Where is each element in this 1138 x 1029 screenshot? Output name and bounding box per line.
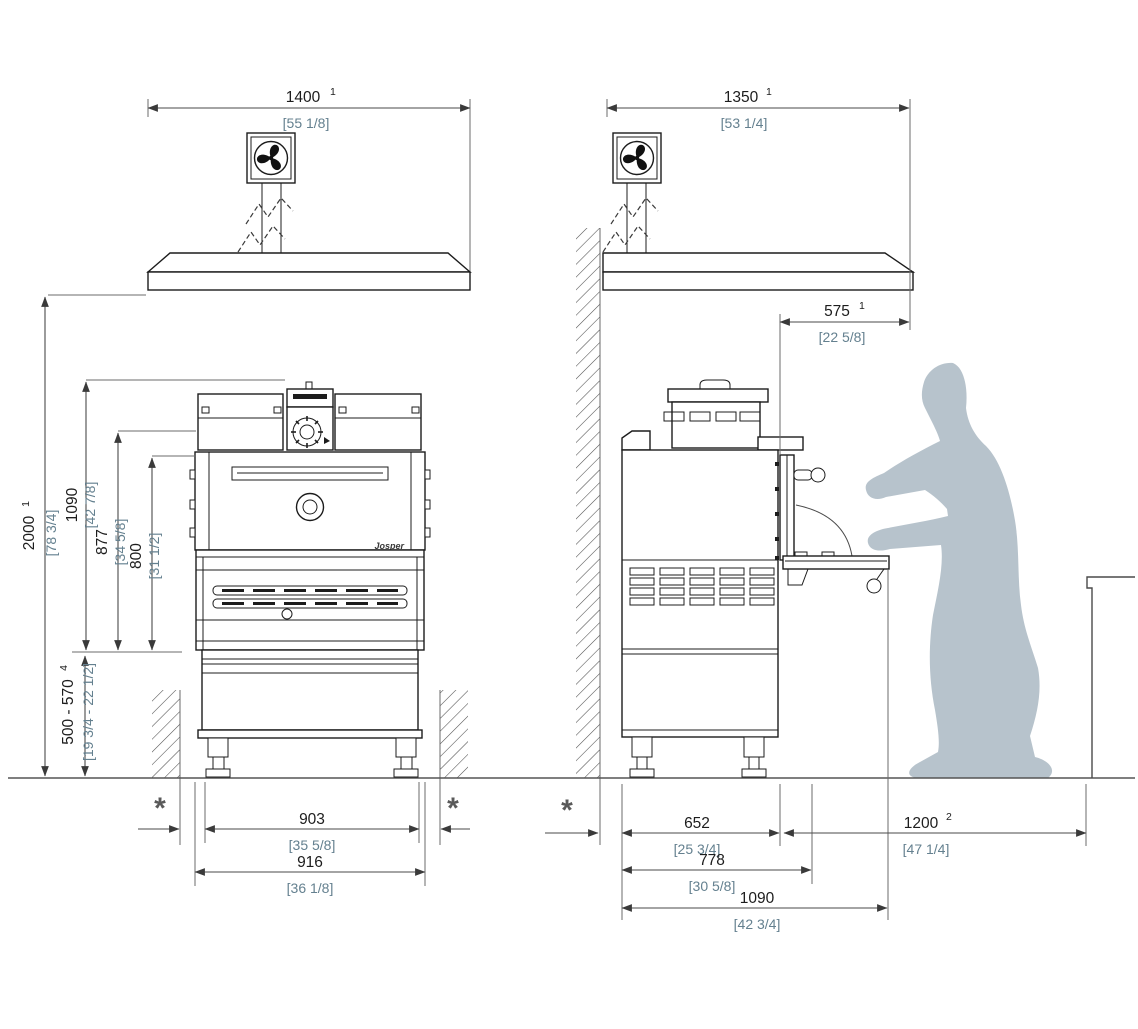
- vent-slats: [212, 585, 408, 609]
- svg-text:1: 1: [859, 300, 865, 312]
- dim-height-800: 800 [31 1/2]: [128, 533, 162, 580]
- svg-text:903: 903: [299, 811, 325, 828]
- svg-text:916: 916: [297, 854, 323, 871]
- svg-text:2000: 2000: [21, 515, 38, 550]
- svg-text:[30 5/8]: [30 5/8]: [689, 878, 736, 894]
- fan-icon: [246, 132, 296, 184]
- door-viewport: [295, 492, 325, 522]
- opposite-counter: [1086, 576, 1135, 778]
- dim-overall-height: 2000 1 [78 3/4]: [20, 501, 59, 556]
- svg-text:[42 3/4]: [42 3/4]: [734, 916, 781, 932]
- brand-logo: Josper: [374, 541, 404, 551]
- wall-gap-marker: *: [447, 792, 459, 825]
- front-view-dimensions: 1400 1 [55 1/8] 2000 1 [78 3/4] 1090 [42…: [20, 86, 459, 896]
- svg-text:[47 1/4]: [47 1/4]: [903, 841, 950, 857]
- svg-text:[35 5/8]: [35 5/8]: [289, 837, 336, 853]
- open-door-shelf: [782, 551, 890, 594]
- svg-text:575: 575: [824, 303, 850, 320]
- dim-work-clearance: 1200 2 [47 1/4]: [903, 811, 952, 857]
- dimension-lines: [41, 104, 1087, 912]
- svg-text:1090: 1090: [64, 487, 81, 522]
- drawer-knob: [281, 608, 293, 620]
- front-view-left-wall: [152, 690, 181, 845]
- dim-depth-778: 778 [30 5/8]: [689, 852, 736, 894]
- chef-silhouette: [865, 362, 1053, 778]
- door-handle-rod: [793, 467, 826, 483]
- svg-text:652: 652: [684, 815, 710, 832]
- svg-text:1350: 1350: [724, 89, 759, 106]
- front-exhaust-duct: [237, 183, 294, 253]
- dim-hood-width-front: 1400 1 [55 1/8]: [283, 86, 336, 131]
- wall-gap-marker: *: [154, 792, 166, 825]
- svg-text:[42 7/8]: [42 7/8]: [82, 482, 98, 529]
- door-swing-arc: [795, 504, 853, 557]
- oven-front-view: Josper: [189, 381, 431, 778]
- svg-text:1090: 1090: [740, 890, 775, 907]
- dim-height-1090: 1090 [42 7/8]: [64, 482, 98, 529]
- side-view-back-wall: [576, 228, 601, 845]
- svg-text:[25 3/4]: [25 3/4]: [674, 841, 721, 857]
- svg-text:[36 1/8]: [36 1/8]: [287, 880, 334, 896]
- svg-text:[53 1/4]: [53 1/4]: [721, 115, 768, 131]
- dim-depth-1090: 1090 [42 3/4]: [734, 890, 781, 932]
- dim-hood-depth: 1350 1 [53 1/4]: [721, 86, 772, 131]
- svg-text:[78 3/4]: [78 3/4]: [43, 510, 59, 557]
- dim-depth-652: 652 [25 3/4]: [674, 815, 721, 857]
- dim-width-903: 903 [35 5/8]: [289, 811, 336, 853]
- svg-text:800: 800: [128, 543, 145, 569]
- svg-text:1200: 1200: [904, 815, 939, 832]
- shelf-handle-ball: [866, 578, 882, 594]
- svg-text:500 - 570: 500 - 570: [60, 679, 77, 745]
- front-hood: [146, 252, 472, 291]
- svg-text:[19 3/4 - 22 1/2]: [19 3/4 - 22 1/2]: [80, 663, 96, 761]
- dim-height-877: 877 [34 5/8]: [94, 519, 128, 566]
- wall-gap-marker: *: [561, 794, 573, 827]
- svg-text:877: 877: [94, 529, 111, 555]
- louver-vents: [629, 567, 775, 606]
- side-hood: [602, 252, 916, 291]
- side-view-dimensions: 1350 1 [53 1/4] 575 1 [22 5/8] 652 [25 3…: [561, 86, 952, 932]
- oven-feet: [205, 737, 419, 778]
- side-exhaust-duct: [602, 183, 659, 253]
- dim-width-916: 916 [36 1/8]: [287, 854, 334, 896]
- svg-text:1: 1: [20, 501, 32, 507]
- damper-dial-icon: [291, 416, 330, 448]
- svg-text:[34 5/8]: [34 5/8]: [112, 519, 128, 566]
- svg-text:[55 1/8]: [55 1/8]: [283, 115, 330, 131]
- dim-base-height: 500 - 570 4 [19 3/4 - 22 1/2]: [58, 663, 96, 761]
- svg-text:1: 1: [330, 86, 336, 98]
- svg-text:1: 1: [766, 86, 772, 98]
- svg-text:1400: 1400: [286, 89, 321, 106]
- svg-text:[22 5/8]: [22 5/8]: [819, 329, 866, 345]
- oven-side-view: [621, 379, 890, 778]
- front-view-right-wall: [439, 690, 468, 845]
- svg-text:778: 778: [699, 852, 725, 869]
- svg-text:4: 4: [58, 665, 70, 671]
- fan-icon: [612, 132, 662, 184]
- svg-text:[31 1/2]: [31 1/2]: [146, 533, 162, 580]
- oven-feet: [629, 736, 767, 778]
- svg-text:2: 2: [946, 811, 952, 823]
- dim-front-clearance: 575 1 [22 5/8]: [819, 300, 866, 345]
- lid-handle: [699, 379, 731, 389]
